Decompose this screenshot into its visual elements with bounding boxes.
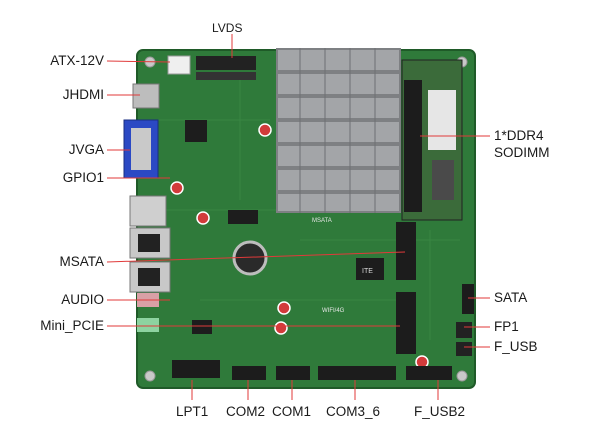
label-com1: COM1 xyxy=(272,404,312,419)
heatsink xyxy=(276,48,401,213)
bottom-headers xyxy=(172,360,452,380)
label-jvga: JVGA xyxy=(68,142,104,157)
label-audio: AUDIO xyxy=(61,292,104,307)
label-ddr4-line1: 1*DDR4 xyxy=(494,128,544,143)
label-fp1: FP1 xyxy=(494,319,519,334)
label-com3-6: COM3_6 xyxy=(326,404,381,419)
lan-ports xyxy=(129,227,171,293)
fp1-header xyxy=(456,322,472,338)
minipcie-slot xyxy=(396,292,416,354)
leader-atx12v xyxy=(106,60,171,63)
lvds-header xyxy=(196,72,256,80)
capacitors xyxy=(170,123,429,369)
chips xyxy=(185,120,384,334)
sata-connector xyxy=(462,284,474,314)
f-usb-header xyxy=(456,342,472,356)
wifi-silkscreen: WIFI/4G xyxy=(322,308,345,314)
hdmi-port xyxy=(132,83,160,109)
label-sata: SATA xyxy=(494,290,528,305)
label-com2: COM2 xyxy=(226,404,266,419)
label-mini-pcie: Mini_PCIE xyxy=(40,318,104,333)
label-lvds: LVDS xyxy=(212,21,243,35)
label-jhdmi: JHDMI xyxy=(62,87,104,102)
label-lpt1: LPT1 xyxy=(176,404,209,419)
label-f-usb2: F_USB2 xyxy=(414,404,466,419)
atx12v-connector xyxy=(167,55,191,75)
ddr4-sodimm-module xyxy=(401,59,463,221)
label-atx12v: ATX-12V xyxy=(50,53,104,68)
usb-port-stack xyxy=(129,195,167,227)
chip-mark: ITE xyxy=(362,268,373,275)
label-f-usb: F_USB xyxy=(494,339,538,354)
leader-msata xyxy=(106,251,406,263)
label-ddr4-line2: SODIMM xyxy=(494,145,550,160)
pcb-traces xyxy=(150,80,460,340)
label-gpio1: GPIO1 xyxy=(62,170,104,185)
vga-port xyxy=(123,119,159,179)
lvds-connector xyxy=(196,56,256,70)
label-msata: MSATA xyxy=(59,254,104,269)
msata-slot xyxy=(396,222,416,280)
msata-silkscreen: MSATA xyxy=(312,218,332,224)
leader-lines xyxy=(106,34,490,400)
